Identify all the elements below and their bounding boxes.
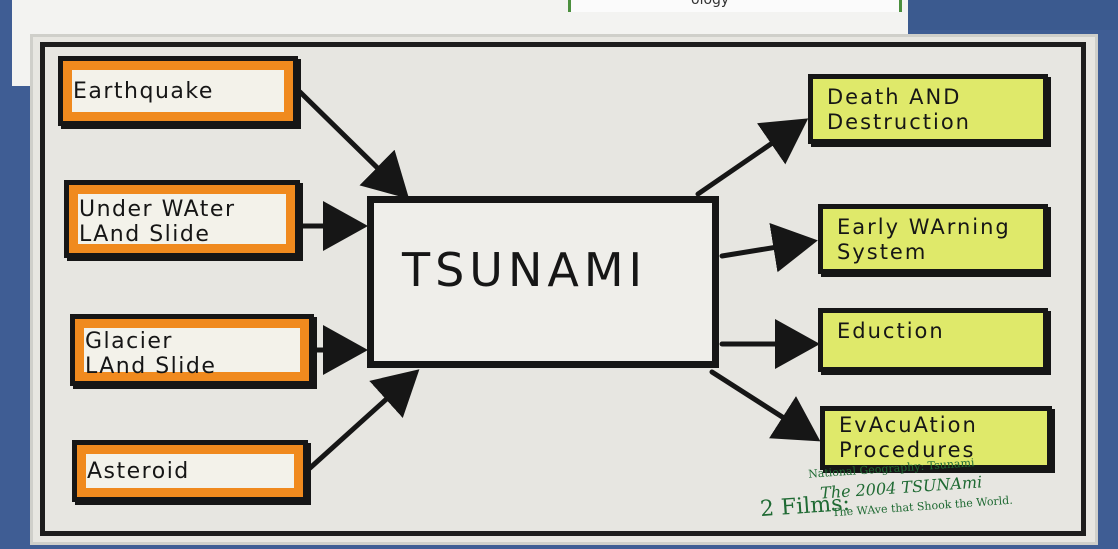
arrow-tsunami-to-death	[695, 118, 809, 197]
cause-label: Under WAter LAnd Slide	[79, 197, 236, 247]
arrow-earthquake-to-tsunami	[297, 89, 410, 200]
effect-label: Death AND Destruction	[827, 85, 971, 134]
effect-label: EvAcuAtion Procedures	[839, 413, 978, 462]
effect-label: Eduction	[837, 319, 945, 343]
cause-label: Asteroid	[87, 459, 190, 484]
background-blue-band	[908, 0, 1118, 30]
effect-label: Early WArning System	[837, 215, 1011, 264]
effect-box-evacuation: EvAcuAtion Procedures	[820, 406, 1052, 470]
effect-box-early-warning: Early WArning System	[818, 204, 1048, 274]
arrow-tsunami-to-evacuation	[709, 369, 821, 442]
arrow-asteroid-to-tsunami	[307, 369, 420, 471]
cause-label: Glacier LAnd Slide	[85, 329, 217, 379]
background-slide-tab-text: ology	[691, 0, 730, 8]
cause-box-underwater-landslide: Under WAter LAnd Slide	[64, 180, 300, 258]
center-label: TSUNAMI	[402, 243, 648, 297]
cause-box-glacier-landslide: Glacier LAnd Slide	[70, 314, 314, 386]
center-box-tsunami: TSUNAMI	[367, 196, 719, 368]
effect-box-death-destruction: Death AND Destruction	[808, 74, 1048, 144]
cause-label: Earthquake	[73, 79, 214, 104]
cause-box-earthquake: Earthquake	[58, 56, 298, 126]
background-slide-tab: ology	[568, 0, 902, 12]
arrow-tsunami-to-warning	[719, 222, 818, 273]
effect-box-education: Eduction	[818, 308, 1048, 372]
poster-frame	[40, 42, 1086, 536]
cause-box-asteroid: Asteroid	[72, 440, 308, 502]
